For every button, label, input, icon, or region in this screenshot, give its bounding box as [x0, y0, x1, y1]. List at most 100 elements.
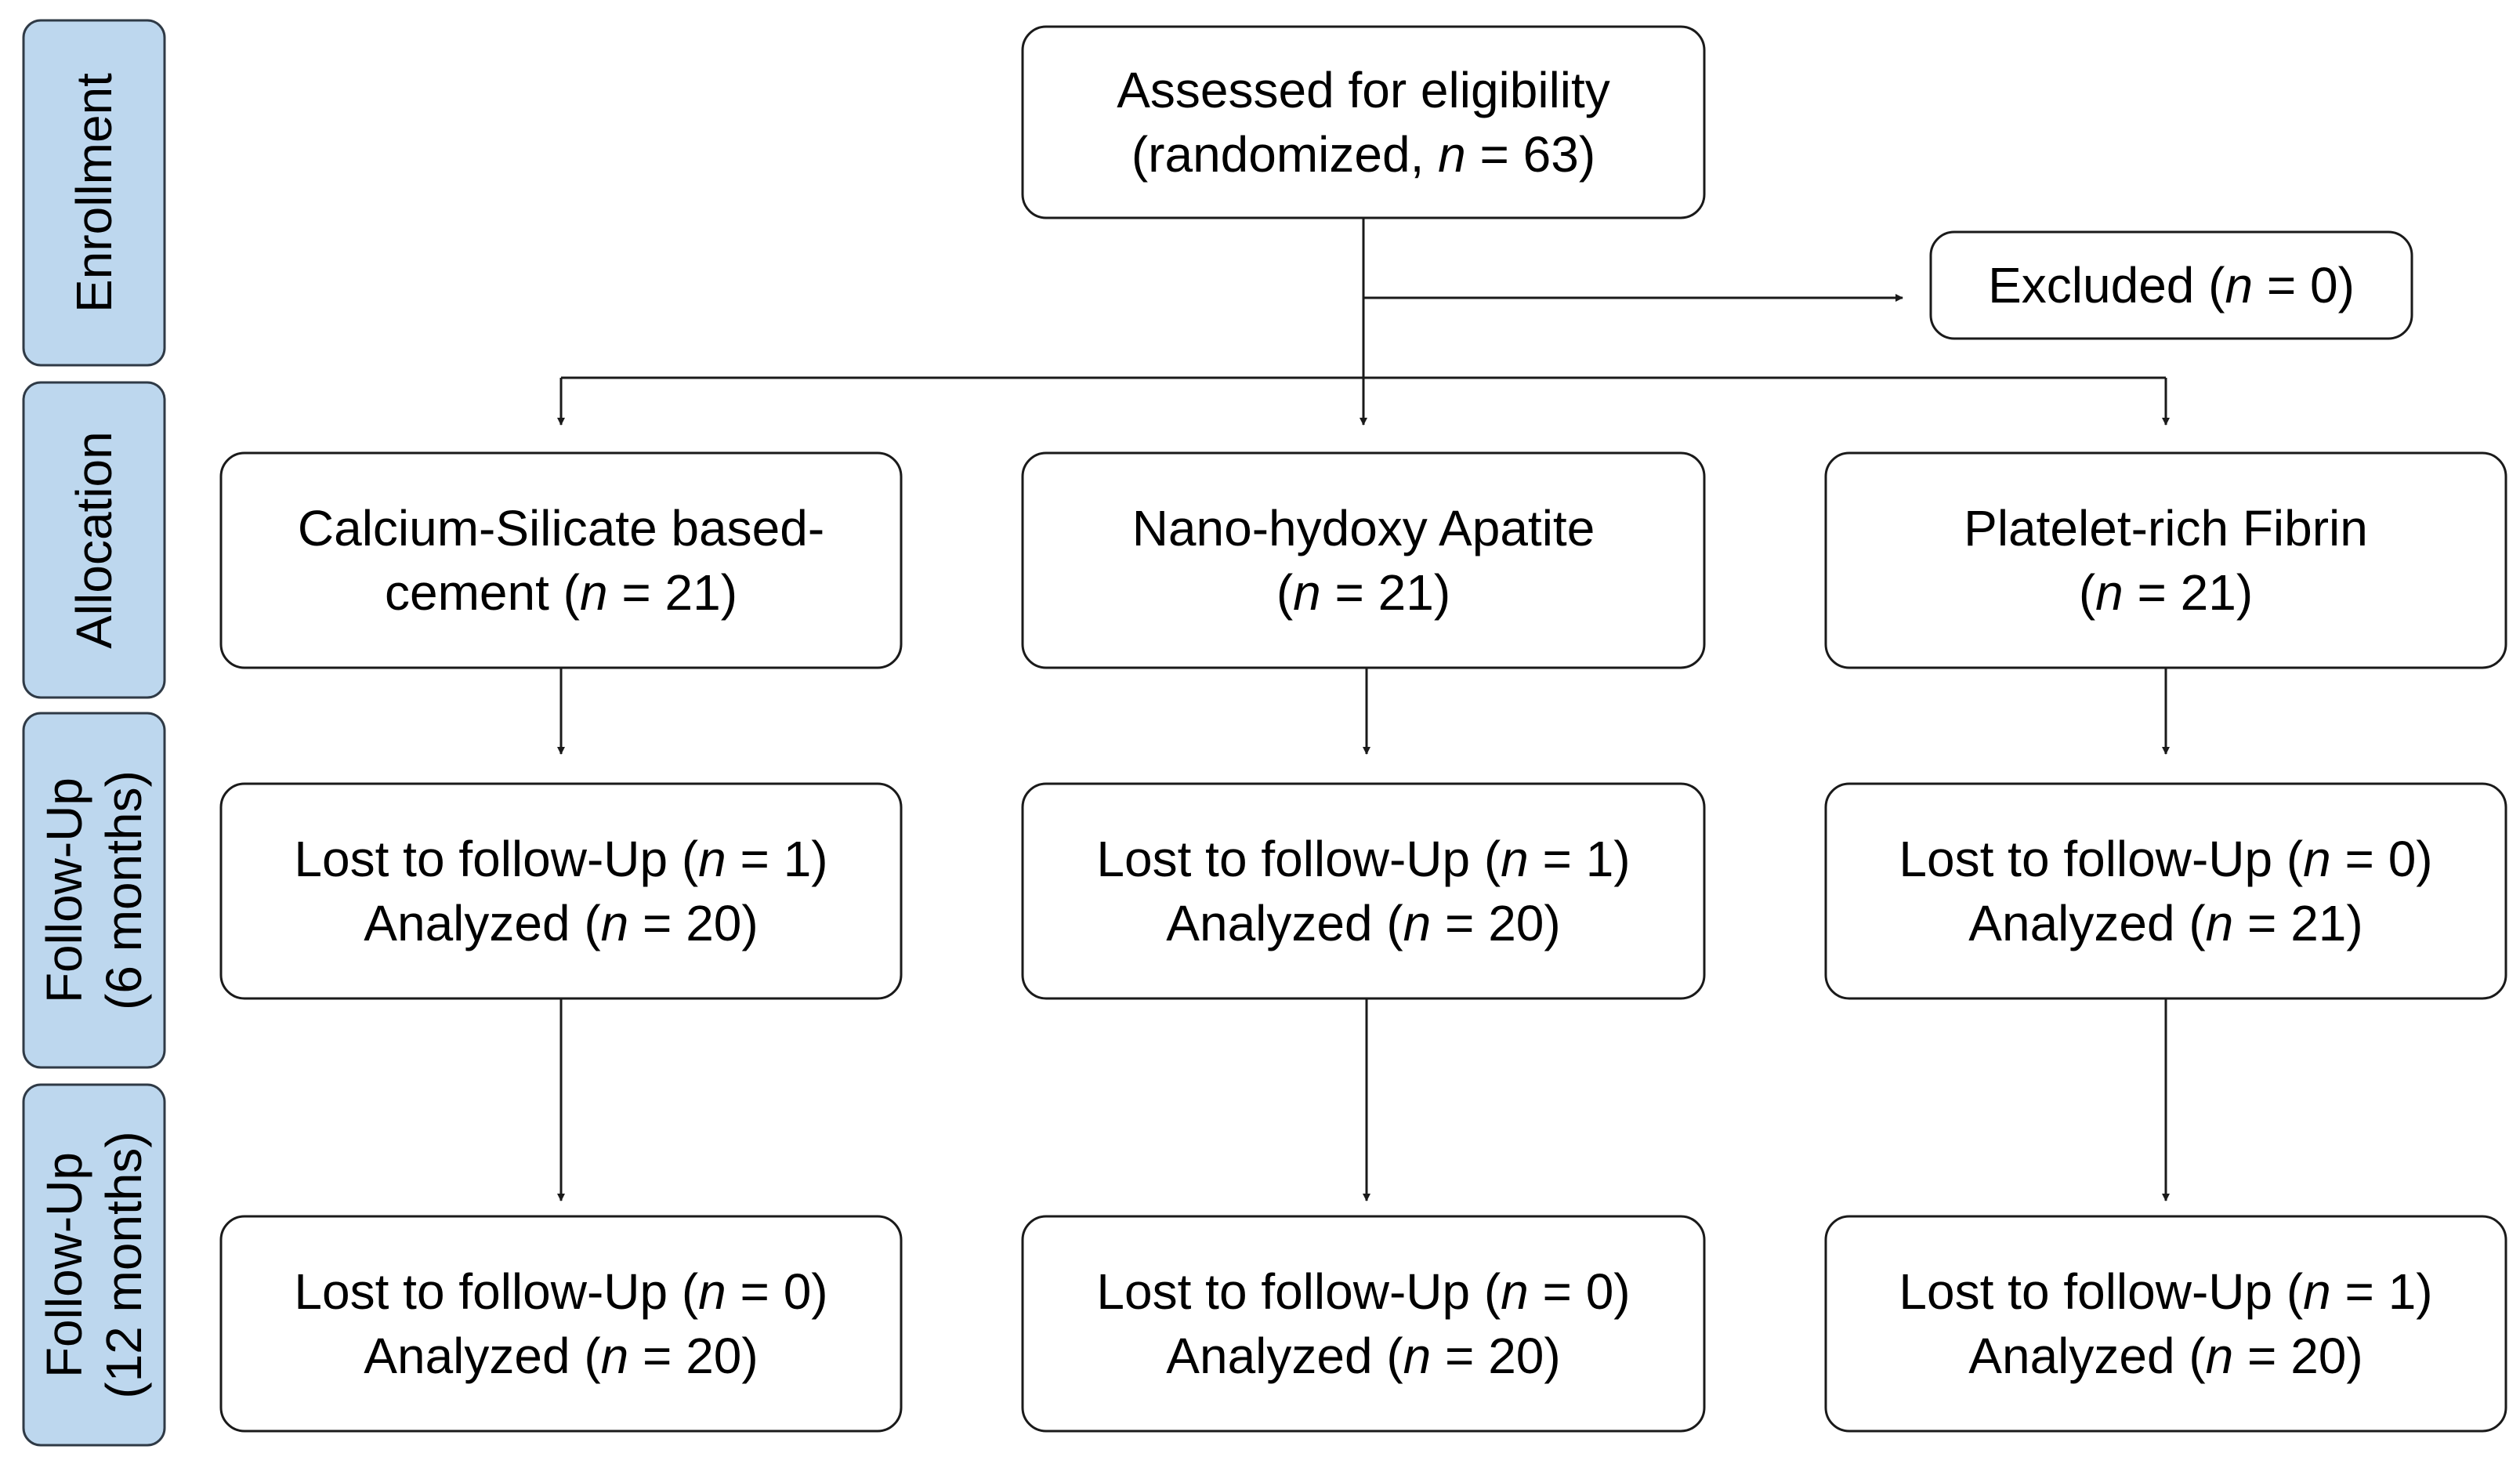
box-fu12-prf-line-1-seg-0: Analyzed (	[1968, 1328, 2205, 1384]
box-eligibility-frame	[1021, 25, 1706, 219]
box-eligibility-line-0-seg-0: Assessed for eligibility	[1117, 62, 1610, 118]
box-excluded-frame	[1929, 230, 2413, 340]
box-fu12-csc-line-0-seg-0: Lost to follow-Up (	[294, 1263, 698, 1320]
box-fu12-csc-line-0: Lost to follow-Up (n = 0)	[294, 1263, 827, 1320]
box-fu12-prf-line-0-seg-2: = 1)	[2331, 1263, 2433, 1320]
box-fu6-prf-line-1: Analyzed (n = 21)	[1968, 895, 2362, 951]
stage-enrollment-label-0: Enrollment	[66, 73, 122, 313]
box-fu6-prf-line-0-seg-0: Lost to follow-Up (	[1899, 831, 2303, 887]
box-fu12-csc: Lost to follow-Up (n = 0)Analyzed (n = 2…	[219, 1215, 903, 1433]
box-fu6-prf-line-0: Lost to follow-Up (n = 0)	[1899, 831, 2432, 887]
box-excluded-line-0-seg-0: Excluded (	[1988, 257, 2225, 313]
box-fu12-nha-frame	[1021, 1215, 1706, 1433]
box-alloc-nha-line-0-seg-0: Nano-hydoxy Apatite	[1132, 500, 1595, 556]
box-fu6-nha-line-0-seg-1: n	[1501, 831, 1529, 887]
box-fu6-nha-frame	[1021, 782, 1706, 1000]
box-fu6-prf-line-1-seg-0: Analyzed (	[1968, 895, 2205, 951]
box-excluded-line-0: Excluded (n = 0)	[1988, 257, 2355, 313]
box-eligibility-line-1-seg-2: = 63)	[1466, 126, 1595, 183]
stage-allocation-label-0: Allocation	[66, 431, 122, 649]
box-fu6-nha-line-1: Analyzed (n = 20)	[1166, 895, 1560, 951]
box-fu6-prf-line-1-seg-1: n	[2206, 895, 2234, 951]
stage-enrollment-box	[22, 19, 166, 367]
box-alloc-nha-frame	[1021, 451, 1706, 669]
stage-allocation-box	[22, 381, 166, 699]
box-fu6-csc-line-1-seg-0: Analyzed (	[364, 895, 600, 951]
box-alloc-prf-line-1: (n = 21)	[2079, 564, 2253, 621]
box-eligibility-line-1-seg-1: n	[1438, 126, 1466, 183]
box-excluded-line-0-seg-2: = 0)	[2253, 257, 2355, 313]
box-fu6-nha-line-1-seg-2: = 20)	[1431, 895, 1560, 951]
stage-followup12: Follow-Up(12 months)	[22, 1083, 166, 1447]
box-fu12-prf-line-0-seg-0: Lost to follow-Up (	[1899, 1263, 2303, 1320]
box-fu6-nha-line-1-seg-0: Analyzed (	[1166, 895, 1403, 951]
box-eligibility-line-1: (randomized, n = 63)	[1131, 126, 1595, 183]
box-fu12-prf-line-0-seg-1: n	[2303, 1263, 2331, 1320]
box-fu6-prf-line-0-seg-2: = 0)	[2331, 831, 2433, 887]
box-alloc-nha-line-1: (n = 21)	[1276, 564, 1450, 621]
stage-followup12-label-0: Follow-Up	[36, 1152, 92, 1378]
stage-allocation: Allocation	[22, 381, 166, 699]
box-fu12-prf-line-1-seg-1: n	[2206, 1328, 2234, 1384]
box-fu6-csc-line-1-seg-1: n	[601, 895, 629, 951]
box-fu6-csc-line-0-seg-1: n	[698, 831, 726, 887]
box-alloc-prf-line-1-seg-1: n	[2095, 564, 2124, 621]
box-fu12-nha-line-0: Lost to follow-Up (n = 0)	[1096, 1263, 1630, 1320]
box-fu6-csc-line-0-seg-2: = 1)	[726, 831, 828, 887]
box-alloc-prf: Platelet-rich Fibrin (n = 21)	[1824, 451, 2507, 669]
stage-followup6: Follow-Up(6 months)	[22, 712, 166, 1069]
box-alloc-csc-line-1: cement (n = 21)	[385, 564, 737, 621]
box-fu6-nha-line-0-seg-2: = 1)	[1529, 831, 1631, 887]
box-fu6-prf-frame	[1824, 782, 2507, 1000]
box-fu6-nha-line-0-seg-0: Lost to follow-Up (	[1096, 831, 1501, 887]
box-fu12-nha-line-1-seg-0: Analyzed (	[1166, 1328, 1403, 1384]
box-fu12-nha-line-0-seg-0: Lost to follow-Up (	[1096, 1263, 1501, 1320]
box-fu6-csc-line-1-seg-2: = 20)	[628, 895, 758, 951]
box-fu12-csc-line-1: Analyzed (n = 20)	[364, 1328, 758, 1384]
box-fu12-nha-line-0-seg-1: n	[1501, 1263, 1529, 1320]
box-alloc-nha-line-0: Nano-hydoxy Apatite	[1132, 500, 1595, 556]
box-alloc-prf-line-0: Platelet-rich Fibrin	[1964, 500, 2368, 556]
box-fu6-nha-line-0: Lost to follow-Up (n = 1)	[1096, 831, 1630, 887]
box-fu6-csc-line-0-seg-0: Lost to follow-Up (	[294, 831, 698, 887]
box-alloc-csc: Calcium-Silicate based-cement (n = 21)	[219, 451, 903, 669]
connectors	[557, 218, 2170, 1201]
box-fu12-prf-line-1-seg-2: = 20)	[2233, 1328, 2362, 1384]
box-fu6-prf-line-0-seg-1: n	[2303, 831, 2331, 887]
box-alloc-nha-line-1-seg-2: = 21)	[1321, 564, 1450, 621]
box-alloc-csc-line-0-seg-0: Calcium-Silicate based-	[298, 500, 824, 556]
box-fu12-csc-line-1-seg-0: Analyzed (	[364, 1328, 600, 1384]
box-fu12-prf-line-1: Analyzed (n = 20)	[1968, 1328, 2362, 1384]
stage-followup6-label-0: Follow-Up	[36, 777, 92, 1003]
box-fu12-nha-line-1-seg-1: n	[1403, 1328, 1432, 1384]
box-fu12-csc-line-0-seg-1: n	[698, 1263, 726, 1320]
box-fu6-csc: Lost to follow-Up (n = 1)Analyzed (n = 2…	[219, 782, 903, 1000]
box-fu12-csc-line-1-seg-1: n	[601, 1328, 629, 1384]
box-alloc-prf-line-0-seg-0: Platelet-rich Fibrin	[1964, 500, 2368, 556]
box-alloc-csc-line-1-seg-1: n	[580, 564, 608, 621]
box-fu6-prf: Lost to follow-Up (n = 0)Analyzed (n = 2…	[1824, 782, 2507, 1000]
box-excluded: Excluded (n = 0)	[1929, 230, 2413, 340]
box-fu12-csc-line-0-seg-2: = 0)	[726, 1263, 828, 1320]
box-fu6-prf-line-1-seg-2: = 21)	[2233, 895, 2362, 951]
box-fu12-csc-frame	[219, 1215, 903, 1433]
box-excluded-line-0-seg-1: n	[2225, 257, 2253, 313]
box-fu12-nha: Lost to follow-Up (n = 0)Analyzed (n = 2…	[1021, 1215, 1706, 1433]
box-alloc-csc-line-1-seg-2: = 21)	[608, 564, 737, 621]
box-fu12-csc-line-1-seg-2: = 20)	[628, 1328, 758, 1384]
box-fu6-nha: Lost to follow-Up (n = 1)Analyzed (n = 2…	[1021, 782, 1706, 1000]
flow-boxes: Assessed for eligibility (randomized, n =…	[219, 25, 2507, 1433]
box-alloc-nha-line-1-seg-1: n	[1293, 564, 1321, 621]
box-alloc-nha-line-1-seg-0: (	[1276, 564, 1293, 621]
box-eligibility-line-1-seg-0: (randomized,	[1131, 126, 1438, 183]
box-fu6-csc-line-1: Analyzed (n = 20)	[364, 895, 758, 951]
box-fu12-nha-line-1: Analyzed (n = 20)	[1166, 1328, 1560, 1384]
box-fu12-prf: Lost to follow-Up (n = 1)Analyzed (n = 2…	[1824, 1215, 2507, 1433]
box-fu12-nha-line-1-seg-2: = 20)	[1431, 1328, 1560, 1384]
box-alloc-prf-line-1-seg-2: = 21)	[2124, 564, 2253, 621]
stage-enrollment: Enrollment	[22, 19, 166, 367]
box-alloc-nha: Nano-hydoxy Apatite (n = 21)	[1021, 451, 1706, 669]
box-alloc-prf-frame	[1824, 451, 2507, 669]
